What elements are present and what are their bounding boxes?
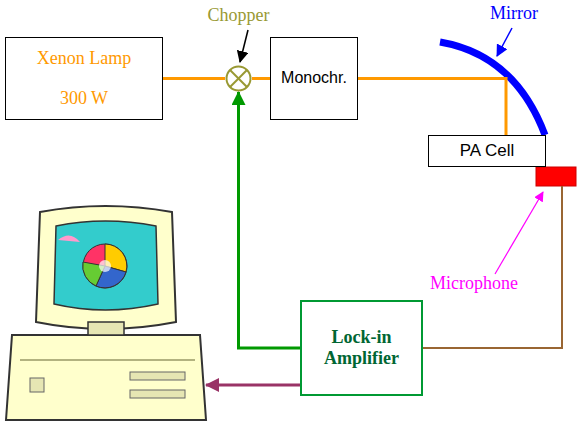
microphone-label: Microphone <box>430 273 518 294</box>
mirror-arc <box>440 42 545 135</box>
node-text: 300 W <box>60 88 108 109</box>
mirror-label: Mirror <box>490 3 538 24</box>
monochromator-box: Monochr. <box>270 37 358 120</box>
pa-cell-box: PA Cell <box>428 135 546 167</box>
light-beam <box>252 77 270 80</box>
node-text: Xenon Lamp <box>37 48 131 69</box>
chopper-leader <box>240 30 248 62</box>
mirror-leader <box>497 28 512 56</box>
light-beam <box>163 77 225 80</box>
signal-wire <box>421 186 562 348</box>
microphone-symbol <box>536 167 576 186</box>
light-source-box: Xenon Lamp 300 W <box>5 37 163 120</box>
control-line <box>239 92 301 348</box>
computer-icon <box>6 206 206 420</box>
light-beam <box>358 79 506 136</box>
microphone-leader <box>495 192 543 274</box>
node-text: Lock-in Amplifier <box>307 327 416 368</box>
chopper-symbol <box>225 65 252 92</box>
node-text: Chopper <box>208 5 270 26</box>
lock-in-box: Lock-in Amplifier <box>300 300 423 396</box>
chopper-wheel: Chopper <box>225 65 252 92</box>
data-arrow <box>206 384 300 387</box>
node-text: PA Cell <box>460 141 515 161</box>
node-text: Monochr. <box>281 69 347 87</box>
